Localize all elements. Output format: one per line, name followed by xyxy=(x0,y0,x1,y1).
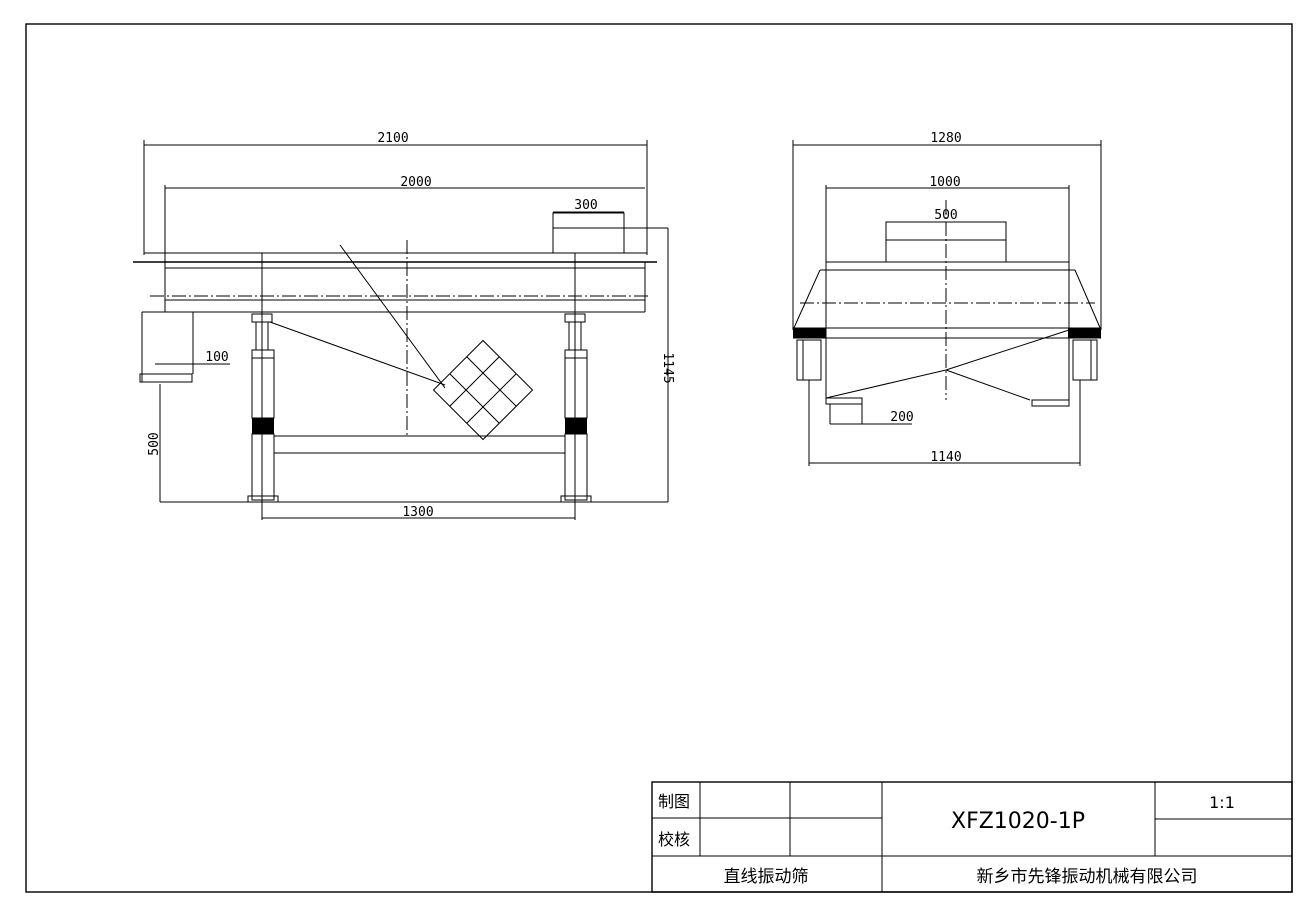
dim-leg-spacing: 1300 xyxy=(402,505,433,520)
drawn-by-label: 制图 xyxy=(658,792,690,811)
dim-overall-width: 1280 xyxy=(930,131,961,146)
front-view: 2100 2000 300 100 500 1145 xyxy=(133,131,675,520)
dim-total-height: 1145 xyxy=(660,352,675,383)
dim-motor-width: 300 xyxy=(574,198,597,213)
dim-side-outlet-size: 200 xyxy=(890,410,913,425)
dim-overall-length: 2100 xyxy=(377,131,408,146)
checked-by-label: 校核 xyxy=(658,830,690,849)
drawing-border xyxy=(25,23,1293,893)
side-view: 1280 1000 500 xyxy=(792,131,1102,466)
company-name: 新乡市先锋振动机械有限公司 xyxy=(977,867,1198,887)
model-number: XFZ1020-1P xyxy=(951,809,1085,834)
dim-inner-width: 1000 xyxy=(929,175,960,190)
dim-outlet-height: 500 xyxy=(147,432,162,455)
dim-side-motor-width: 500 xyxy=(934,208,957,223)
dim-base-width: 1140 xyxy=(930,450,961,465)
dim-screen-length: 2000 xyxy=(400,175,431,190)
dim-outlet-size: 100 xyxy=(205,350,228,365)
title-block: 制图 校核 XFZ1020-1P 1:1 直线振动筛 新乡市先锋振动机械有限公司 xyxy=(651,781,1293,893)
product-name: 直线振动筛 xyxy=(724,867,809,887)
scale: 1:1 xyxy=(1209,793,1235,812)
